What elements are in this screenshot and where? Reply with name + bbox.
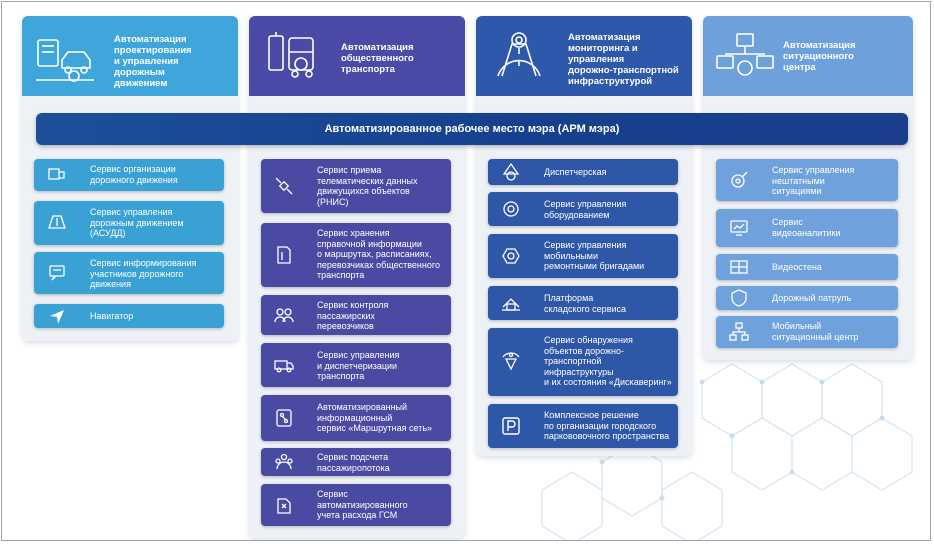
card-equipment-management[interactable]: Сервис управления оборудованием — [488, 192, 678, 226]
card-label: Сервис управления и диспетчеризации тран… — [317, 350, 400, 381]
dispatcher-icon — [502, 162, 520, 181]
card-video-analytics[interactable]: Сервис видеоаналитики — [716, 209, 898, 247]
card-fuel-accounting[interactable]: Сервис автоматизированного учета расхода… — [261, 484, 451, 526]
column-title-transport: Автоматизация общественного транспорта — [341, 42, 414, 75]
fuel-canister-icon — [277, 498, 291, 514]
column-title-infrastructure: Автоматизация мониторинга и управления д… — [568, 32, 679, 87]
card-label: Сервис управления оборудованием — [544, 199, 627, 220]
card-navigator[interactable]: Навигатор — [34, 304, 224, 328]
navigator-arrow-icon — [50, 310, 64, 324]
card-reference-storage[interactable]: Сервис хранения справочной информации о … — [261, 223, 451, 287]
card-label: Сервис управления нештатными ситуациями — [772, 165, 855, 196]
card-traffic-organization[interactable]: Сервис организации дорожного движения — [34, 159, 224, 191]
card-label: Видеостена — [772, 262, 822, 272]
card-label: Сервис подсчета пассажиропотока — [317, 452, 390, 473]
card-route-network[interactable]: Автоматизированный информационный сервис… — [261, 395, 451, 441]
card-label: Сервис хранения справочной информации о … — [317, 228, 440, 280]
card-dispatcher[interactable]: Диспетчерская — [488, 159, 678, 185]
card-label: Сервис приема телематических данных движ… — [317, 165, 418, 207]
situation-center-icon — [716, 33, 774, 76]
card-label: Сервис организации дорожного движения — [90, 164, 178, 185]
bus-gear-icon — [268, 32, 314, 78]
card-repair-brigades[interactable]: Сервис управления мобильными ремонтными … — [488, 234, 678, 278]
card-traffic-management[interactable]: Сервис управления дорожным движением (АС… — [34, 201, 224, 245]
card-carrier-control[interactable]: Сервис контроля пассажирских перевозчико… — [261, 295, 451, 335]
people-icon — [274, 308, 294, 323]
truck-icon — [274, 360, 294, 373]
video-wall-icon — [730, 260, 748, 274]
column-header-infrastructure: Автоматизация мониторинга и управления д… — [476, 16, 692, 96]
card-label: Платформа складского сервиса — [544, 293, 627, 314]
card-label: Сервис управления мобильными ремонтными … — [544, 240, 645, 271]
card-label: Сервис обнаружения объектов дорожно- тра… — [544, 335, 672, 387]
column-header-situation: Автоматизация ситуационного центра — [703, 16, 913, 96]
shield-icon — [731, 289, 747, 307]
road-traffic-gear-icon — [36, 39, 94, 82]
column-title-traffic: Автоматизация проектирования и управлени… — [114, 34, 192, 89]
card-parking-solution[interactable]: Комплексное решение по организации город… — [488, 404, 678, 448]
satellite-icon — [275, 177, 293, 195]
road-sign-icon — [48, 168, 65, 180]
column-title-situation: Автоматизация ситуационного центра — [783, 40, 856, 73]
mayor-workstation-bar: Автоматизированное рабочее место мэра (А… — [36, 113, 908, 145]
card-label: Сервис информирования участников дорожно… — [90, 258, 197, 289]
mobile-network-icon — [729, 322, 749, 341]
card-dispatch[interactable]: Сервис управления и диспетчеризации тран… — [261, 343, 451, 387]
column-header-traffic: Автоматизация проектирования и управлени… — [22, 16, 238, 96]
mayor-workstation-label: Автоматизированное рабочее место мэра (А… — [324, 123, 620, 135]
road-monitoring-icon — [497, 32, 541, 77]
column-header-transport: Автоматизация общественного транспорта — [249, 16, 465, 96]
card-telematics-rnis[interactable]: Сервис приема телематических данных движ… — [261, 159, 451, 213]
card-passenger-count[interactable]: Сервис подсчета пассажиропотока — [261, 448, 451, 476]
warehouse-icon — [502, 298, 520, 311]
video-analytics-icon — [730, 220, 748, 236]
discovery-icon — [502, 352, 520, 371]
card-warehouse-platform[interactable]: Платформа складского сервиса — [488, 286, 678, 320]
card-road-patrol[interactable]: Дорожный патруль — [716, 286, 898, 310]
card-label: Мобильный ситуационный центр — [772, 321, 859, 342]
repair-nut-icon — [502, 248, 520, 264]
card-label: Комплексное решение по организации город… — [544, 410, 670, 441]
crowd-icon — [275, 453, 293, 470]
card-video-wall[interactable]: Видеостена — [716, 254, 898, 280]
card-label: Сервис контроля пассажирских перевозчико… — [317, 300, 389, 331]
parking-icon — [502, 417, 520, 435]
equipment-icon — [503, 201, 519, 217]
map-folder-icon — [277, 246, 291, 264]
card-label: Навигатор — [90, 311, 134, 321]
card-emergency-management[interactable]: Сервис управления нештатными ситуациями — [716, 159, 898, 201]
route-network-icon — [276, 409, 292, 427]
card-label: Сервис управления дорожным движением (АС… — [90, 207, 184, 238]
card-label: Сервис автоматизированного учета расхода… — [317, 489, 408, 520]
book-road-icon — [48, 215, 66, 229]
card-mobile-situation-center[interactable]: Мобильный ситуационный центр — [716, 316, 898, 348]
emergency-icon — [731, 171, 748, 188]
card-label: Автоматизированный информационный сервис… — [317, 402, 433, 433]
card-discovery[interactable]: Сервис обнаружения объектов дорожно- тра… — [488, 328, 678, 396]
card-label: Диспетчерская — [544, 167, 607, 177]
message-screen-icon — [49, 265, 65, 281]
card-traffic-informing[interactable]: Сервис информирования участников дорожно… — [34, 252, 224, 294]
card-label: Дорожный патруль — [772, 293, 852, 303]
card-label: Сервис видеоаналитики — [772, 217, 841, 238]
